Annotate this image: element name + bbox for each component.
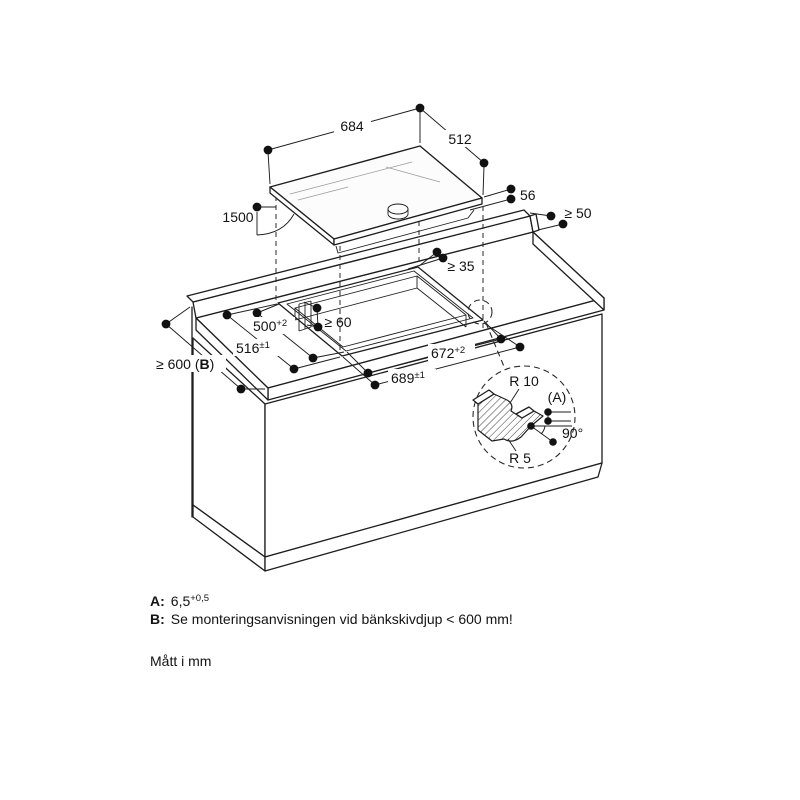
cooktop-glass-surface — [269, 145, 483, 240]
dim-label-1500: 1500 — [222, 209, 253, 225]
units-note: Mått i mm — [150, 653, 211, 669]
detail-callout: R 10 (A) 90° R 5 — [467, 299, 583, 469]
dim-label-672: 672+2 — [431, 345, 465, 361]
dim-cable-length: 1500 — [222, 202, 295, 236]
detail-section: R 10 (A) 90° R 5 — [472, 373, 583, 466]
dim-cutout-depth: 500+2 — [250, 303, 345, 363]
cooktop — [269, 145, 483, 254]
worktop-right-edge — [532, 231, 605, 311]
detail-source-circle — [467, 299, 493, 325]
glass-reflection — [297, 186, 349, 201]
dim-hob-width: 684 — [263, 103, 425, 185]
detail-circle — [472, 365, 576, 469]
cabinet-plinth — [264, 462, 603, 572]
dim-cutout-width: 672+2 — [346, 320, 506, 378]
dim-label-684: 684 — [340, 118, 364, 134]
cutout-step-edge — [286, 270, 474, 352]
cutout-outer-edge — [277, 266, 484, 357]
dim-facet-depth: 516±1 — [222, 303, 341, 374]
projection-lines — [275, 196, 484, 353]
cooktop-rim-front — [333, 197, 483, 246]
section-top-face-seat — [515, 406, 535, 419]
dim-worktop-depth: ≥ 600 (B) — [152, 306, 265, 394]
dim-label-600B: ≥ 600 (B) — [156, 356, 214, 372]
dim-hob-height: 56 — [469, 184, 536, 211]
dim-inner-clearance: ≥ 60 — [303, 301, 352, 332]
cable-arc — [256, 213, 295, 236]
dim-label-500: 500+2 — [253, 318, 287, 334]
detail-label-90: 90° — [562, 425, 583, 441]
footnotes: A:6,5+0,5 B:Se monteringsanvisningen vid… — [150, 593, 513, 669]
worktop-left-edge — [195, 317, 269, 401]
worktop-cutout — [277, 266, 484, 357]
cooktop-underbox — [335, 209, 475, 254]
dim-label-689: 689±1 — [391, 370, 425, 386]
detail-label-r10: R 10 — [509, 373, 539, 389]
note-a: A:6,5+0,5 — [150, 593, 209, 609]
dim-label-60: ≥ 60 — [324, 314, 351, 330]
dim-right-clearance: ≥ 50 — [529, 205, 592, 231]
glass-reflection — [385, 166, 441, 183]
detail-label-a: (A) — [548, 389, 567, 405]
dim-hob-depth: 512 — [419, 107, 489, 196]
dim-facet-width: 689±1 — [342, 322, 525, 390]
detail-leader — [485, 322, 506, 370]
dim-label-50: ≥ 50 — [564, 205, 591, 221]
dim-label-512: 512 — [448, 131, 472, 147]
section-top-face-upper — [472, 389, 495, 405]
dim-label-35: ≥ 35 — [447, 258, 474, 274]
dim-rear-clearance: ≥ 35 — [407, 247, 475, 274]
dim-label-516: 516±1 — [236, 340, 270, 356]
dim-label-56: 56 — [520, 187, 536, 203]
control-knob-icon — [387, 203, 409, 220]
note-b: B:Se monteringsanvisningen vid bänkskivd… — [150, 611, 513, 627]
base-cabinet — [191, 306, 603, 572]
cutout-interior — [294, 276, 467, 328]
glass-reflection — [289, 161, 413, 195]
detail-label-r5: R 5 — [509, 450, 531, 466]
